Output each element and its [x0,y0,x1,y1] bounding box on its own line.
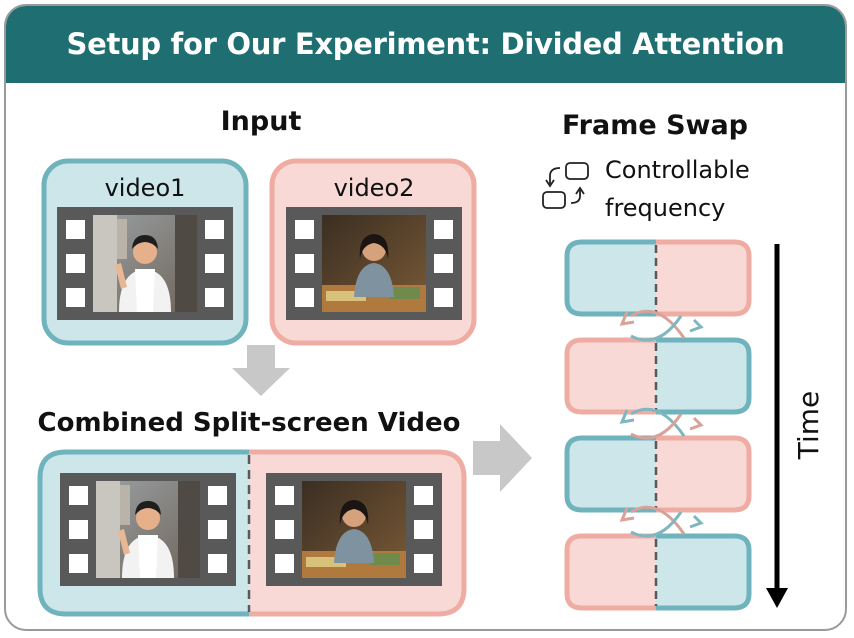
time-label: Time [792,391,825,461]
combined-filmstrip-right [266,473,442,586]
swap-frames-icon [542,162,589,209]
slide-title: Setup for Our Experiment: Divided Attent… [6,6,845,83]
input-title: Input [221,106,302,137]
time-arrow-icon [766,244,788,608]
video1-label: video1 [105,174,186,202]
downward-gray-arrow-icon [232,345,290,396]
combined-title: Combined Split-screen Video [38,408,461,438]
swap-frame-2 [564,337,752,415]
swap-frame-3 [564,435,752,513]
video1-filmstrip [57,207,233,320]
control-line2: frequency [605,194,725,222]
rightward-gray-arrow-icon [473,424,532,492]
video2-filmstrip [286,207,462,320]
frame-swap-title: Frame Swap [562,110,748,141]
swap-frame-4 [564,533,752,611]
combined-filmstrip-left [60,473,236,586]
control-line1: Controllable [605,156,750,184]
swap-arrows-icon [619,309,704,538]
swap-frame-1 [564,239,752,317]
video2-label: video2 [334,174,415,202]
